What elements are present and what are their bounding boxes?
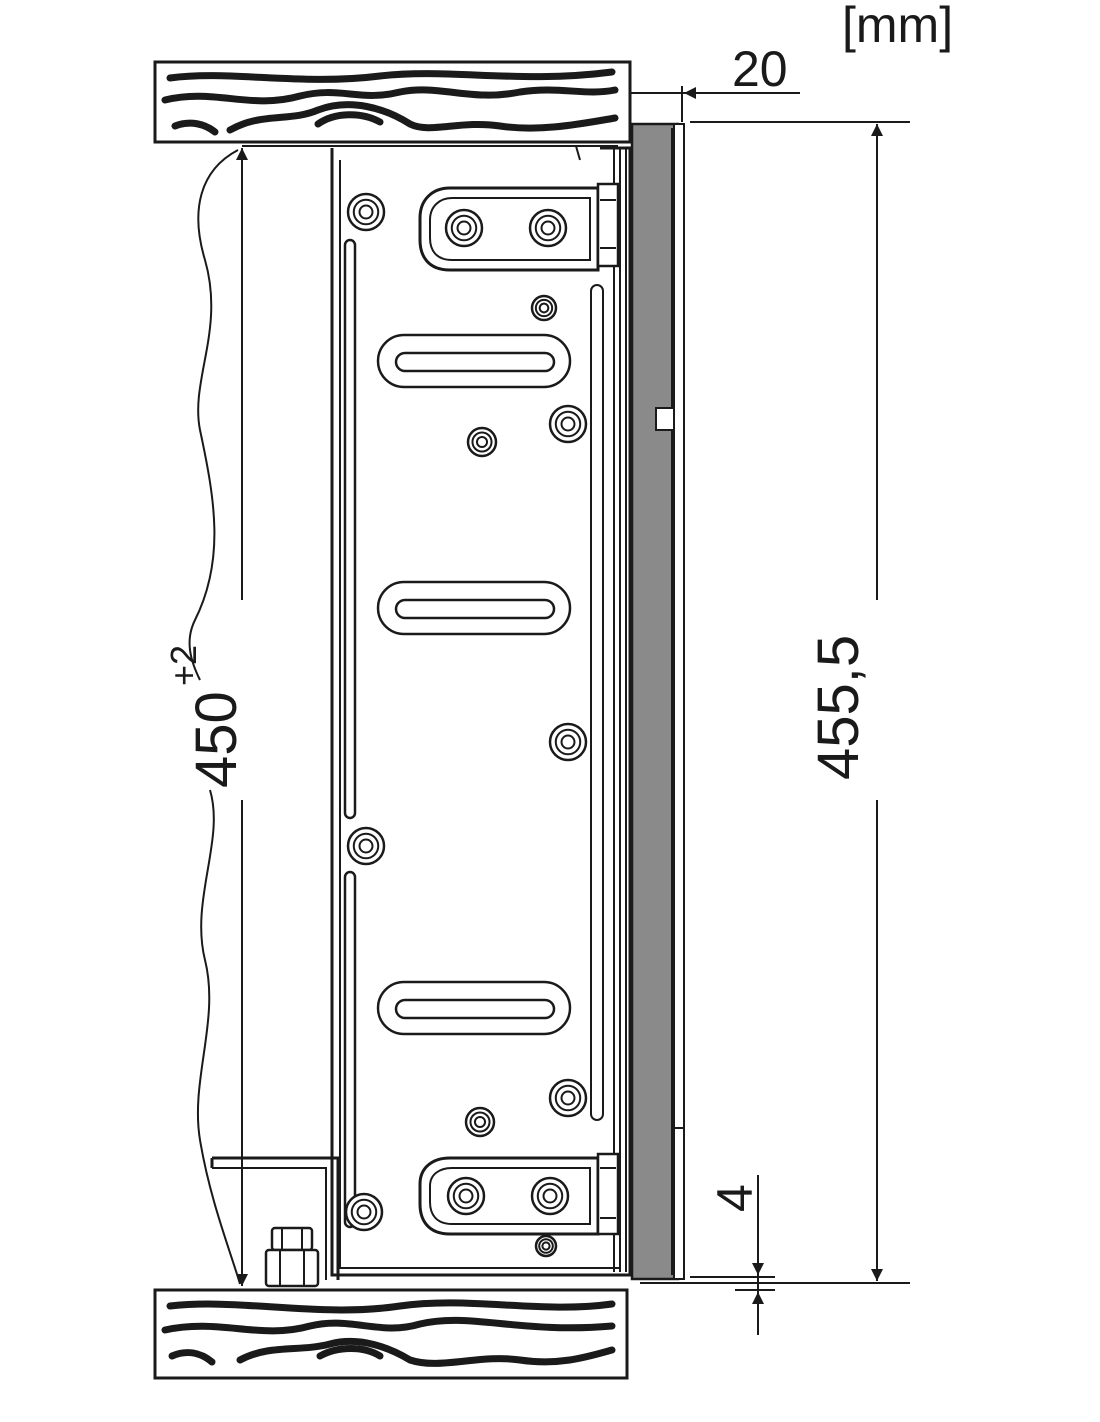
screw-icon bbox=[344, 1192, 384, 1232]
vertical-slots bbox=[343, 238, 357, 1229]
mounting-bracket bbox=[210, 1156, 340, 1280]
dimension-front-height: 455,5 bbox=[640, 121, 910, 1284]
dimension-label-cutout-height: 450 bbox=[184, 691, 249, 788]
screw-icon bbox=[548, 1078, 588, 1118]
dimension-label-bottom-gap: 4 bbox=[707, 1184, 763, 1212]
screw-icon bbox=[534, 1234, 558, 1258]
dimension-label-front-height: 455,5 bbox=[806, 635, 871, 780]
screw-icon bbox=[530, 1176, 570, 1216]
screw-icon bbox=[466, 426, 498, 458]
dimension-bottom-gap: 4 bbox=[690, 1175, 775, 1335]
bottom-hinge bbox=[418, 1152, 620, 1236]
dimension-cutout-height: 450 +2 bbox=[163, 148, 249, 1286]
dimension-front-offset: 20 bbox=[630, 41, 800, 122]
screw-group bbox=[344, 192, 588, 1258]
unit-label: [mm] bbox=[842, 0, 953, 53]
top-cabinet-shelf bbox=[153, 60, 632, 144]
top-hinge bbox=[418, 182, 620, 272]
horizontal-slots bbox=[376, 333, 572, 1036]
screw-icon bbox=[346, 192, 386, 232]
screw-icon bbox=[530, 294, 558, 322]
appliance-side-panel bbox=[242, 145, 632, 1277]
cable-gland bbox=[264, 1226, 320, 1288]
dimension-label-front-offset: 20 bbox=[732, 41, 788, 97]
screw-icon bbox=[444, 208, 484, 248]
screw-icon bbox=[548, 722, 588, 762]
bottom-cabinet-shelf bbox=[153, 1288, 629, 1380]
screw-icon bbox=[446, 1176, 486, 1216]
screw-icon bbox=[464, 1106, 496, 1138]
screw-icon bbox=[346, 826, 386, 866]
front-panel bbox=[630, 122, 685, 1281]
screw-icon bbox=[548, 404, 588, 444]
dimension-label-cutout-tolerance: +2 bbox=[163, 645, 204, 686]
screw-icon bbox=[528, 208, 568, 248]
